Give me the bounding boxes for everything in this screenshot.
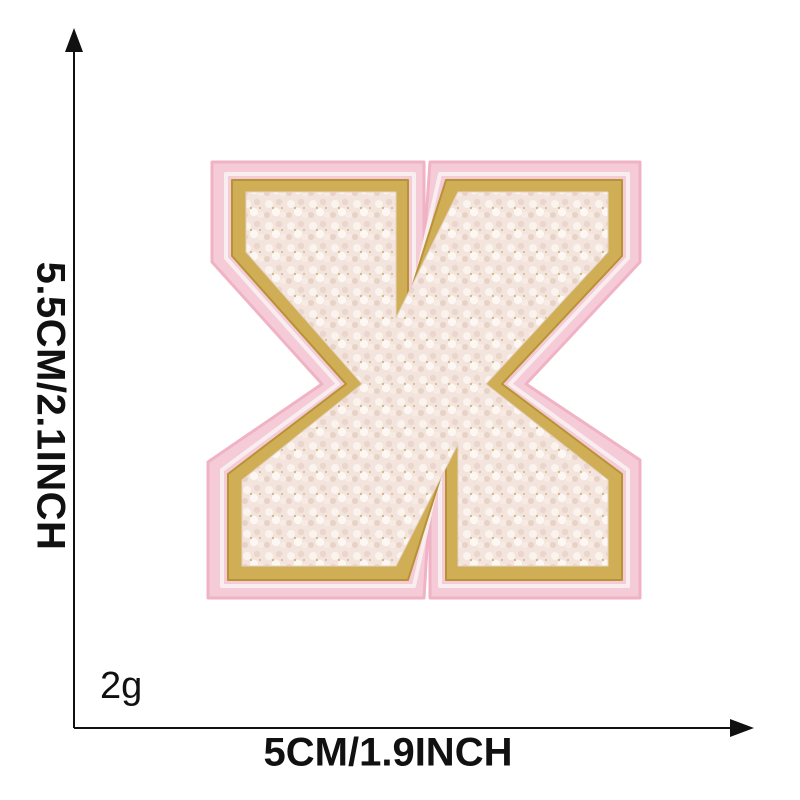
width-dimension-label: 5CM/1.9INCH <box>263 730 513 775</box>
patch-white-outline <box>220 172 630 588</box>
patch-chenille-fill <box>241 191 609 567</box>
horizontal-axis-arrow-icon <box>730 719 754 737</box>
dimension-axes <box>65 28 754 737</box>
weight-label: 2g <box>100 665 143 707</box>
letter-x-patch <box>206 160 642 600</box>
height-dimension-label: 5.5CM/2.1INCH <box>28 261 73 551</box>
vertical-axis-arrow-icon <box>65 28 83 52</box>
